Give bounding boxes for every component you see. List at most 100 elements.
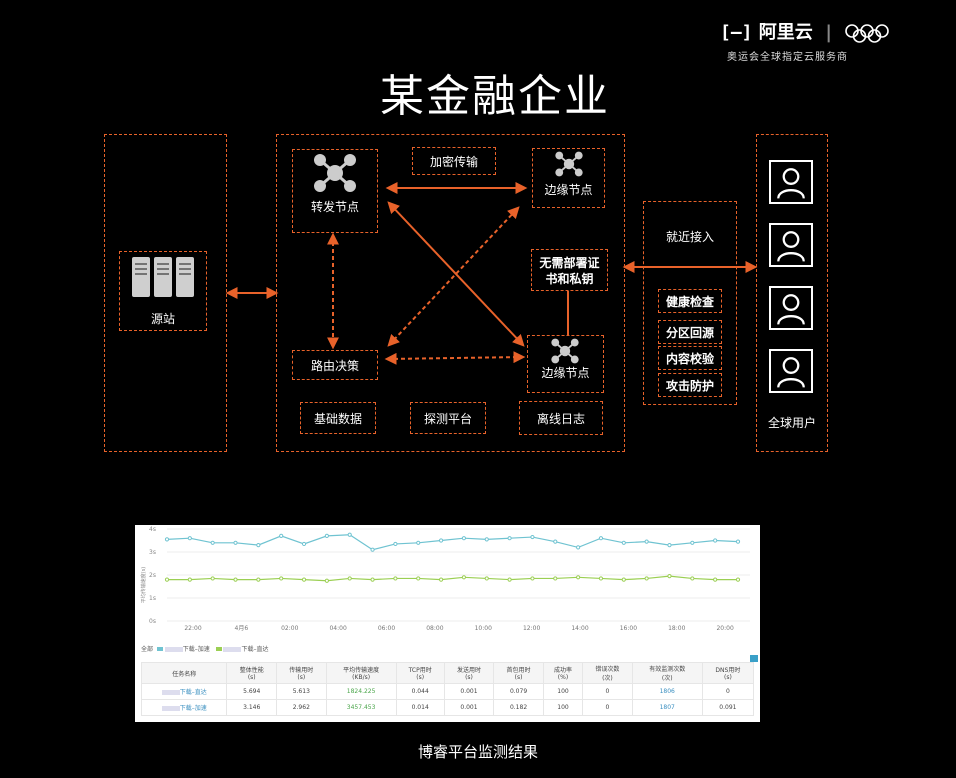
edge-node-top-label: 边缘节点 bbox=[544, 183, 593, 197]
redacted-name bbox=[161, 706, 180, 711]
network-node-icon bbox=[555, 151, 583, 177]
chart-data-point bbox=[713, 577, 718, 582]
user-icon bbox=[769, 160, 813, 204]
chart-data-point bbox=[301, 541, 307, 547]
table-cell[interactable]: 下载–直达 bbox=[140, 683, 228, 700]
table-cell: 1824.225 bbox=[325, 683, 397, 700]
chart-data-point bbox=[667, 574, 672, 579]
table-cell: 100 bbox=[542, 683, 584, 700]
chart-data-point bbox=[279, 576, 284, 581]
legend-swatch-a bbox=[156, 647, 163, 651]
chart-data-point bbox=[553, 576, 558, 581]
legend-a[interactable]: 下载–加速 bbox=[182, 646, 210, 653]
chart-data-point bbox=[461, 536, 467, 541]
no-cert-line2: 书和私钥 bbox=[545, 272, 594, 286]
table-cell: 0.014 bbox=[395, 699, 445, 716]
table-menu-icon[interactable] bbox=[750, 655, 758, 662]
brand-name: 阿里云 bbox=[758, 22, 813, 43]
chart-data-point bbox=[713, 538, 718, 543]
chart-x-tick-label: 06:00 bbox=[378, 625, 395, 632]
chart-x-tick-label: 04:00 bbox=[329, 625, 346, 632]
user-icon bbox=[769, 223, 813, 267]
chart-data-point bbox=[164, 577, 170, 582]
feature-attack-protect: 攻击防护 bbox=[658, 373, 722, 397]
chart-data-point bbox=[507, 536, 512, 541]
legend-b[interactable]: 下载–直达 bbox=[241, 646, 269, 653]
chart-y-tick-label: 1s bbox=[149, 595, 156, 602]
redacted-name bbox=[164, 647, 183, 652]
chart-data-point bbox=[416, 540, 421, 545]
table-header-cell[interactable]: DNS用时 (s) bbox=[701, 662, 755, 684]
chart-data-point bbox=[324, 578, 329, 583]
chart-data-point bbox=[438, 538, 444, 543]
chart-x-tick-label: 22:00 bbox=[184, 625, 201, 632]
edge-node-bottom-box bbox=[527, 335, 604, 393]
origin-label: 源站 bbox=[150, 312, 175, 326]
chart-data-point bbox=[690, 576, 695, 581]
chart-y-axis-label: 平均传输速度(s) bbox=[140, 567, 147, 604]
chart-data-point bbox=[576, 545, 581, 550]
table-header-cell[interactable]: 有效监测次数 (次) bbox=[631, 662, 703, 684]
chart-data-point bbox=[484, 576, 489, 581]
table-header-cell[interactable]: TCP用时 (s) bbox=[395, 662, 445, 684]
chart-x-tick-label: 20:00 bbox=[716, 625, 733, 632]
table-cell: 1807 bbox=[631, 699, 703, 716]
table-header-cell[interactable]: 错误次数 (次) bbox=[582, 662, 633, 684]
chart-data-point bbox=[370, 547, 375, 552]
chart-data-point bbox=[210, 540, 215, 545]
redacted-name bbox=[223, 647, 242, 652]
table-cell: 2.962 bbox=[276, 699, 327, 716]
chart-data-point bbox=[416, 576, 421, 581]
table-cell: 0 bbox=[582, 699, 633, 716]
chart-data-point bbox=[598, 536, 604, 541]
table-header-cell[interactable]: 成功率 (%) bbox=[542, 662, 584, 684]
table-cell: 5.694 bbox=[226, 683, 278, 700]
chart-data-point bbox=[301, 577, 307, 582]
legend-swatch-b bbox=[215, 647, 222, 651]
legend-all[interactable]: 全部 bbox=[141, 646, 154, 653]
user-icon bbox=[769, 286, 813, 330]
global-users-zone bbox=[756, 134, 828, 452]
chart-x-tick-label: 16:00 bbox=[620, 625, 637, 632]
access-zone bbox=[643, 201, 737, 405]
table-header-cell[interactable]: 任务名称 bbox=[140, 662, 228, 684]
chart-data-point bbox=[187, 577, 192, 582]
origin-server-box bbox=[119, 251, 207, 331]
table-cell: 3.146 bbox=[226, 699, 278, 716]
chart-data-point bbox=[393, 541, 398, 547]
table-cell: 0.182 bbox=[493, 699, 544, 716]
chart-data-point bbox=[735, 577, 741, 582]
brand-logo: [–] 阿里云 | bbox=[720, 18, 890, 44]
table-header-cell[interactable]: 发送用时 (s) bbox=[443, 662, 495, 684]
chart-data-point bbox=[370, 577, 375, 582]
chart-data-point bbox=[621, 577, 626, 582]
chart-data-point bbox=[347, 576, 352, 581]
aliyun-logo-icon: [–] bbox=[720, 22, 753, 43]
base-data-box: 基础数据 bbox=[300, 402, 376, 434]
server-rack-icon bbox=[132, 257, 194, 297]
chart-data-point bbox=[393, 576, 398, 581]
table-cell: 0.001 bbox=[443, 683, 495, 700]
feature-partition-back: 分区回源 bbox=[658, 320, 722, 344]
table-header-cell[interactable]: 整体性能 (s) bbox=[226, 662, 278, 684]
table-cell[interactable]: 下载–加速 bbox=[140, 699, 228, 716]
table-header-cell[interactable]: 平均传输速度 (KB/s) bbox=[325, 662, 397, 684]
chart-x-tick-label: 12:00 bbox=[523, 625, 540, 632]
chart-series-line bbox=[166, 534, 739, 551]
probe-platform-box: 探测平台 bbox=[410, 402, 486, 434]
table-header-cell[interactable]: 传输用时 (s) bbox=[276, 662, 327, 684]
chart-x-tick-label: 4月6 bbox=[235, 625, 249, 632]
no-cert-box bbox=[531, 249, 608, 291]
chart-data-point bbox=[530, 576, 535, 581]
chart-data-point bbox=[598, 576, 604, 581]
global-users-label: 全球用户 bbox=[767, 416, 816, 430]
page-title: 某金融企业 bbox=[380, 71, 610, 122]
chart-x-tick-label: 02:00 bbox=[281, 625, 298, 632]
table-header-cell[interactable]: 首包用时 (s) bbox=[493, 662, 544, 684]
table-cell: 0.079 bbox=[493, 683, 544, 700]
edge-node-top-box bbox=[532, 148, 605, 208]
table-cell: 0.091 bbox=[701, 699, 755, 716]
encrypted-transfer-label: 加密传输 bbox=[412, 147, 496, 175]
